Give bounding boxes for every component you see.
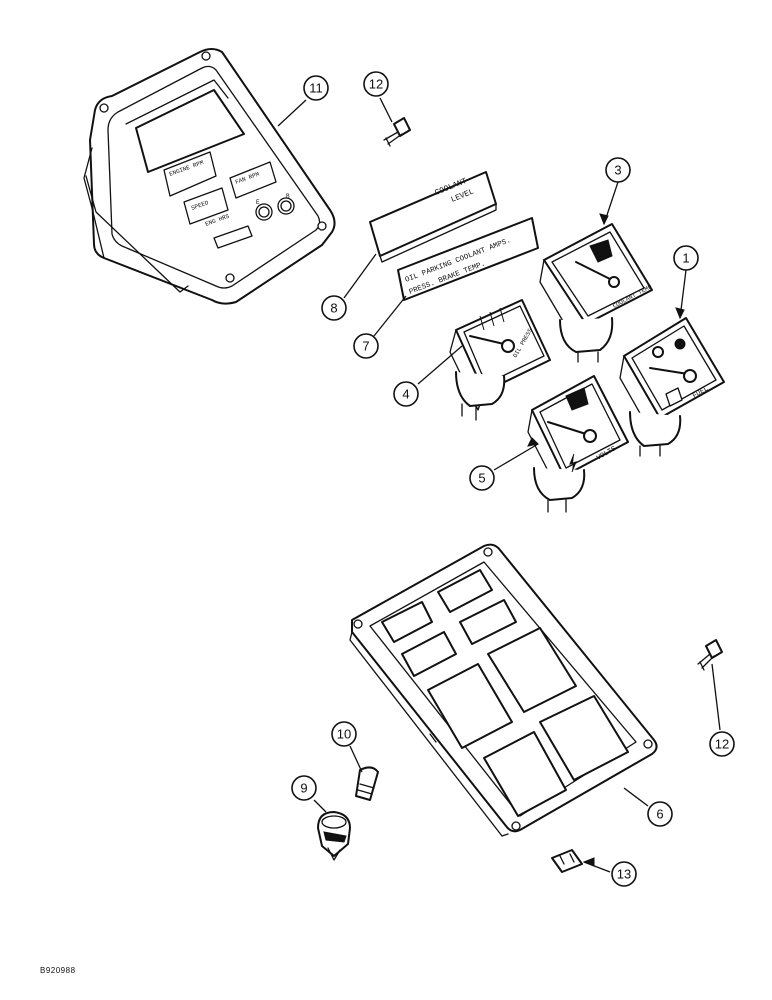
screw-right: [697, 639, 723, 671]
svg-text:9: 9: [300, 781, 307, 796]
display-housing: ENGINE RPM FAN RPM SPEED E B ENG HRS: [83, 48, 336, 305]
bulb-socket: [317, 811, 351, 861]
callout-12-right: 12: [709, 731, 735, 757]
callout-3: 3: [605, 157, 631, 183]
coolant-level-strip: COOLANT LEVEL: [369, 171, 497, 263]
callout-4: 4: [393, 381, 419, 407]
screw-top: [383, 117, 411, 147]
switch-panel: [349, 543, 658, 837]
svg-text:3: 3: [614, 163, 621, 178]
callout-11: 11: [303, 75, 329, 101]
svg-text:11: 11: [309, 81, 323, 96]
svg-text:1: 1: [682, 251, 689, 266]
callout-7: 7: [353, 333, 379, 359]
callout-6: 6: [647, 801, 673, 827]
callout-10: 10: [331, 721, 357, 747]
svg-text:10: 10: [337, 727, 351, 742]
gauge-fuel: FUEL: [619, 317, 725, 457]
svg-text:8: 8: [330, 301, 337, 316]
svg-text:7: 7: [362, 339, 369, 354]
gauge-oil-pressure: OIL PRESS: [449, 299, 551, 421]
gauge-coolant-temp: COOLANT TEMP: [539, 223, 653, 363]
svg-text:12: 12: [369, 77, 383, 92]
svg-text:12: 12: [715, 737, 729, 752]
svg-text:6: 6: [656, 807, 663, 822]
bulb: [355, 766, 379, 801]
knob-left-label: E: [256, 199, 260, 206]
leader-lines: [277, 97, 721, 873]
callout-12-top: 12: [363, 71, 389, 97]
svg-text:5: 5: [478, 471, 485, 486]
callout-1: 1: [673, 245, 699, 271]
svg-text:13: 13: [617, 867, 631, 882]
callout-8: 8: [321, 295, 347, 321]
callout-5: 5: [469, 465, 495, 491]
callout-9: 9: [291, 775, 317, 801]
knob-right-label: B: [286, 193, 290, 200]
drawing-code: B920988: [40, 966, 76, 975]
svg-text:4: 4: [402, 387, 409, 402]
gauge-volts: VOLTS: [527, 375, 629, 513]
callout-13: 13: [611, 861, 637, 887]
retaining-clip: [551, 849, 583, 873]
